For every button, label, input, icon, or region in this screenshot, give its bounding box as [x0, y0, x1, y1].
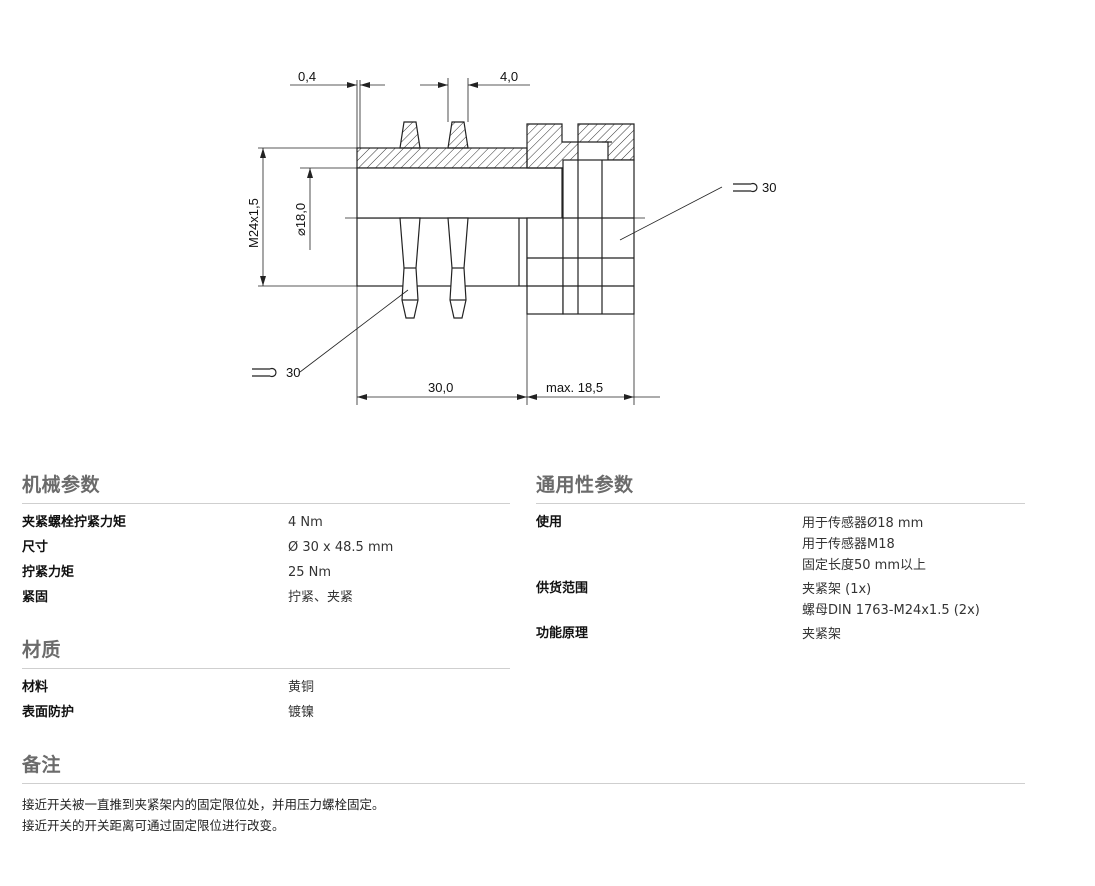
dim-bore: ⌀18,0: [293, 203, 308, 236]
dim-thread: M24x1,5: [246, 198, 261, 248]
table-row: 紧固拧紧、夹紧: [22, 590, 354, 605]
wrench-icon: [252, 182, 758, 378]
dim-length-main: 30,0: [428, 380, 453, 395]
table-row: 供货范围 夹紧架 (1x) 螺母DIN 1763-M24x1.5 (2x): [536, 581, 980, 618]
table-row: 使用 用于传感器Ø18 mm 用于传感器M18 固定长度50 mm以上: [536, 515, 927, 573]
table-row: 材料黄铜: [22, 680, 315, 695]
note-line: 接近开关的开关距离可通过固定限位进行改变。: [22, 818, 285, 833]
notes-section: 备注 接近开关被一直推到夹紧架内的固定限位处，并用压力螺栓固定。 接近开关的开关…: [22, 750, 1025, 836]
dim-length-nut: max. 18,5: [546, 380, 603, 395]
material-title: 材质: [22, 635, 510, 669]
general-section: 通用性参数 使用 用于传感器Ø18 mm 用于传感器M18 固定长度50 mm以…: [536, 470, 1025, 645]
note-line: 接近开关被一直推到夹紧架内的固定限位处，并用压力螺栓固定。: [22, 797, 385, 812]
dim-pitch-top: 4,0: [500, 69, 518, 84]
dim-wrench-left: 30: [286, 365, 300, 380]
technical-drawing: 0,4 4,0 M24x1,5 ⌀18,0 30,0 max. 18,5 30 …: [246, 69, 776, 405]
material-section: 材质 材料黄铜 表面防护镀镍: [22, 635, 510, 723]
mechanical-title: 机械参数: [22, 470, 510, 504]
notes-title: 备注: [22, 750, 1025, 784]
dim-gap-top: 0,4: [298, 69, 316, 84]
general-title: 通用性参数: [536, 470, 1025, 504]
dim-wrench-right: 30: [762, 180, 776, 195]
table-row: 功能原理 夹紧架: [536, 626, 842, 642]
table-row: 表面防护镀镍: [22, 705, 315, 720]
